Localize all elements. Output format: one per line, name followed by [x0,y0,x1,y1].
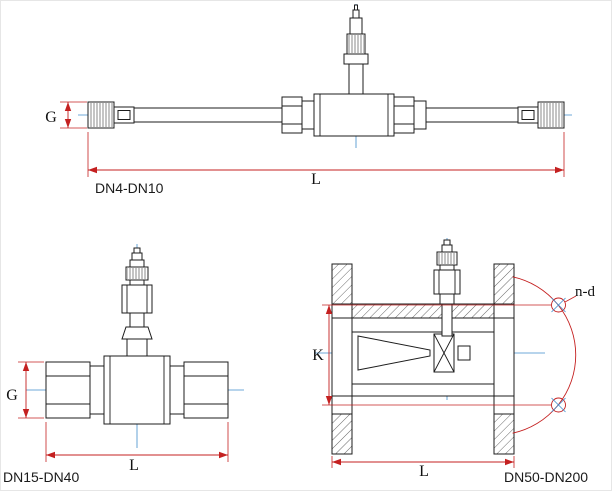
flow-cone [357,335,431,371]
dim-l-dn15: L [45,422,229,474]
meter-body-dn15 [45,355,229,425]
bolt-hole-top [551,297,566,313]
figure-label-dn4-dn10: DN4-DN10 [95,180,164,196]
dim-label-l-dn50: L [419,463,429,480]
figure-label-dn15-dn40: DN15-DN40 [3,469,79,485]
figure-dn50-dn200: n-d K L DN50-DN200 [312,238,595,485]
figure-dn15-dn40: G L DN15-DN40 [3,244,244,485]
dim-label-g-dn15: G [6,387,18,404]
dim-k-dn50: K [312,304,551,406]
meter-body-dn4 [87,93,565,137]
dim-g-dn15: G [6,361,44,419]
dim-label-nd: n-d [575,284,595,300]
dim-label-l-dn4: L [311,171,321,188]
dim-label-l-dn15: L [129,457,139,474]
sensor-transmitter-dn15 [121,247,153,357]
sensor-transmitter-dn50 [433,239,461,305]
sensor-transmitter-dn4 [343,4,369,95]
dim-label-k-dn50: K [312,347,324,364]
dim-g-dn4: G [45,101,87,129]
dim-l-dn50: L [331,456,515,480]
bolt-circle-arc: n-d [512,276,595,434]
bolt-hole-bottom [551,397,566,413]
dim-l-dn4: L [87,132,565,188]
dim-label-g-dn4: G [45,109,57,126]
figure-dn4-dn10: G L DN4-DN10 [45,4,572,196]
figure-label-dn50-dn200: DN50-DN200 [504,469,588,485]
meter-body-dn50 [331,263,515,455]
